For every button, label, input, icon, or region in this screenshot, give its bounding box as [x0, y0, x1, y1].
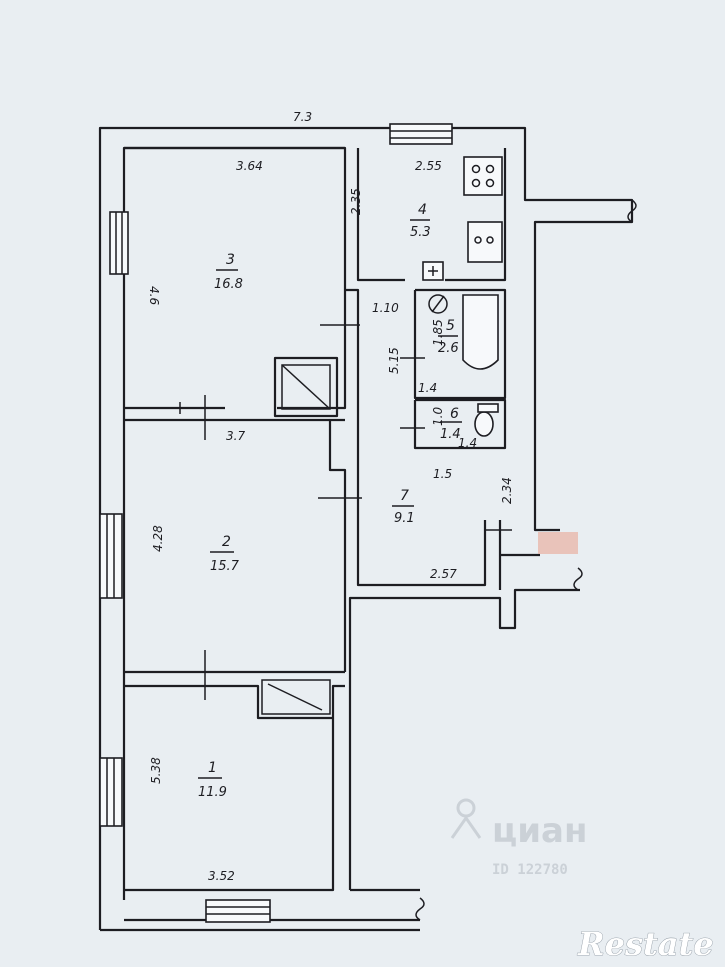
- room-number: 1: [208, 760, 217, 776]
- dim-room2-side: 4.28: [151, 525, 165, 552]
- room-3: [124, 146, 347, 440]
- dim-bath-side: 1.85: [431, 319, 445, 346]
- room-number: 4: [418, 202, 427, 218]
- dim-kitchen-top: 2.55: [415, 159, 442, 173]
- dim-corridor: 5.15: [387, 347, 401, 374]
- cian-logo-icon: [450, 798, 482, 839]
- break-marks: [415, 199, 637, 921]
- dim-room3-top: 3.64: [236, 159, 263, 173]
- room-area: 11.9: [198, 785, 227, 800]
- dim-bath-bottom: 1.4: [418, 381, 437, 395]
- watermark: циан ID 122780: [450, 798, 587, 878]
- dim-room7-bottom: 2.57: [430, 567, 457, 581]
- red-stain: [538, 532, 578, 554]
- room-label-6: 6 1.4: [440, 406, 462, 442]
- window-icon: [99, 513, 123, 599]
- room-area: 5.3: [410, 225, 431, 240]
- dim-room3-side: 4.6: [147, 286, 161, 305]
- dim-room1-side: 5.38: [149, 757, 163, 784]
- toilet-icon: [474, 411, 494, 437]
- chimney-icon: [273, 356, 339, 418]
- room-2: [124, 418, 347, 700]
- dim-wc-side: 1.0: [431, 407, 445, 426]
- dim-room7-side: 2.34: [500, 477, 514, 504]
- room-label-5: 5 2.6: [438, 318, 459, 356]
- dimension-labels: 7.3 3.64 4.6 3.7 2.55 2.35 1.10 5.15 1.8…: [147, 110, 514, 883]
- room-area: 2.6: [438, 341, 459, 356]
- stove-heater-icon: [261, 679, 331, 715]
- exterior-walls: [98, 126, 634, 932]
- dim-room3-bottom: 3.7: [226, 429, 245, 443]
- window-icon: [99, 757, 123, 827]
- room-area: 9.1: [394, 511, 415, 526]
- room-number: 3: [226, 252, 235, 268]
- window-icon: [205, 899, 271, 923]
- window-icon: [109, 211, 129, 275]
- dim-hall-small: 1.10: [372, 301, 399, 315]
- room-number: 6: [450, 406, 459, 422]
- room-area: 16.8: [214, 277, 243, 292]
- stove-icon: [463, 156, 503, 196]
- room-label-2: 2 15.7: [210, 534, 240, 574]
- dim-room1-bottom: 3.52: [208, 869, 235, 883]
- corridor: [273, 288, 512, 587]
- dim-total-width: 7.3: [293, 110, 312, 124]
- room-5-bathroom: [400, 288, 507, 400]
- room-area: 15.7: [210, 559, 240, 574]
- room-label-7: 7 9.1: [392, 488, 415, 526]
- room-labels: 3 16.8 4 5.3 5 2.6 6 1.4 7 9.1 2 15.7: [198, 202, 462, 800]
- room-number: 7: [400, 488, 409, 504]
- room-label-1: 1 11.9: [198, 760, 227, 800]
- watermark-text: циан: [492, 811, 587, 851]
- dim-lower-width: 1.5: [433, 467, 452, 481]
- room-number: 5: [446, 318, 455, 334]
- room-6-wc: [400, 398, 507, 450]
- dim-kitchen-side: 2.35: [349, 188, 363, 215]
- room-area: 1.4: [440, 427, 461, 442]
- water-heater-icon: [428, 294, 448, 314]
- windows: [99, 123, 453, 923]
- kitchen-sink-icon: [467, 221, 503, 263]
- watermark-id: ID 122780: [492, 862, 568, 878]
- room-4-kitchen: [356, 148, 507, 282]
- bathtub-icon: [462, 294, 499, 370]
- window-icon: [389, 123, 453, 145]
- room-label-4: 4 5.3: [410, 202, 431, 240]
- room-label-3: 3 16.8: [214, 252, 243, 292]
- brand-text: Restate: [577, 925, 714, 963]
- brand-logo: Restate: [577, 925, 714, 964]
- dim-wc-bottom: 1.4: [458, 436, 477, 450]
- room-1: [124, 679, 345, 892]
- room-number: 2: [222, 534, 231, 550]
